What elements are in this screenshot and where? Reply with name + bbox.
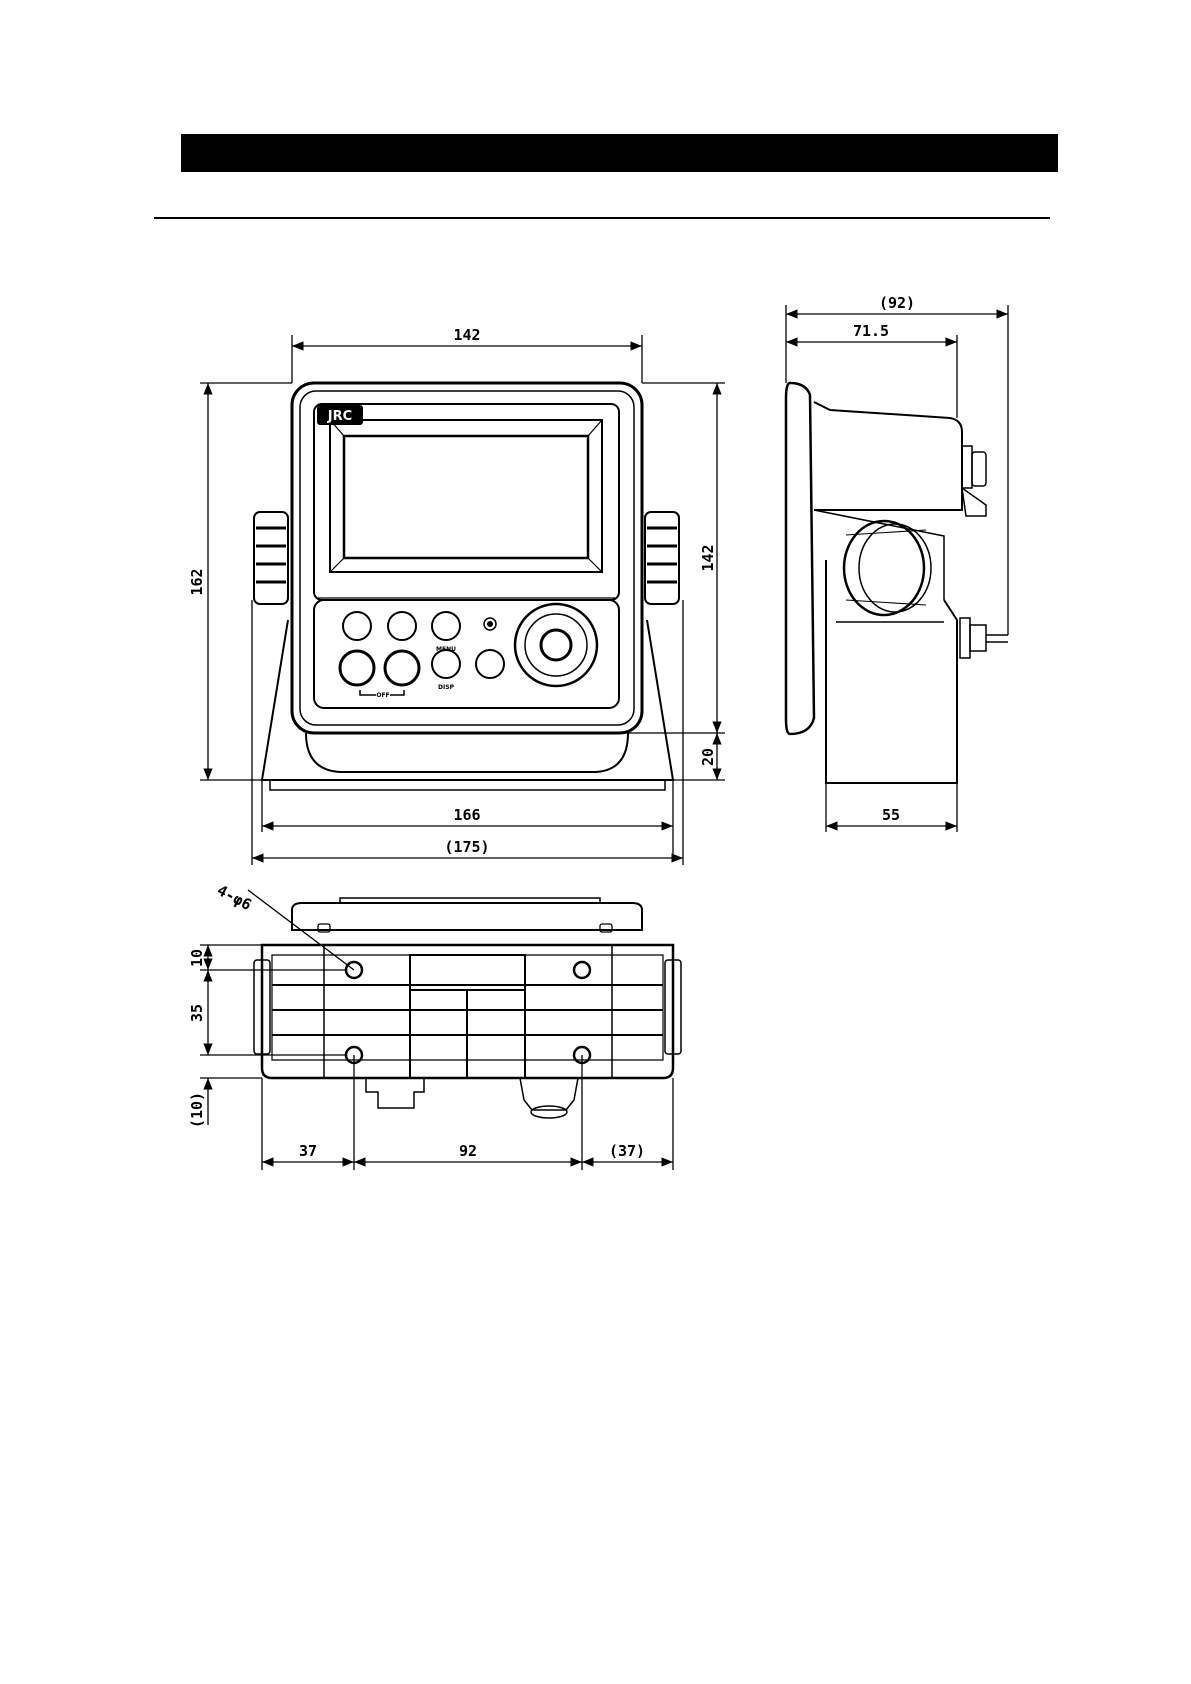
button-1	[343, 612, 371, 640]
dim-hole-callout: 4-φ6	[214, 881, 254, 914]
right-knob	[645, 512, 679, 604]
jrc-logo-text: JRC	[327, 409, 352, 424]
dim-offset-rear: (10)	[188, 1092, 206, 1128]
dim-base-depth: 55	[882, 806, 900, 824]
rotary-knob	[515, 604, 597, 686]
dim-height-right: 142	[699, 544, 717, 571]
dim-hole-spacing-width: 92	[459, 1142, 477, 1160]
dim-width-top: 142	[453, 326, 480, 344]
button-2	[388, 612, 416, 640]
left-knob	[254, 512, 288, 604]
dim-overall-width: (175)	[444, 838, 489, 856]
side-view-dimensions	[786, 305, 1008, 832]
dim-base-width: 166	[453, 806, 480, 824]
off-label: OFF	[376, 692, 389, 699]
power-button-1	[340, 651, 374, 685]
side-view	[786, 383, 1008, 783]
front-view	[254, 383, 679, 790]
disp-button	[432, 650, 460, 678]
dim-offset-front: 10	[188, 949, 206, 967]
mount-hole	[574, 962, 590, 978]
dim-height-left: 162	[188, 568, 206, 595]
dim-base-height: 20	[699, 748, 717, 766]
menu-button	[432, 612, 460, 640]
dim-hole-spacing-depth: 35	[188, 1004, 206, 1022]
dim-overall-depth: (92)	[879, 294, 915, 312]
dim-right-margin: (37)	[609, 1142, 645, 1160]
bottom-view	[254, 898, 681, 1118]
power-button-2	[385, 651, 419, 685]
dim-left-margin: 37	[299, 1142, 317, 1160]
menu-label: MENU	[436, 646, 456, 653]
dim-body-depth: 71.5	[853, 322, 889, 340]
disp-label: DISP	[438, 684, 455, 691]
button-extra	[476, 650, 504, 678]
